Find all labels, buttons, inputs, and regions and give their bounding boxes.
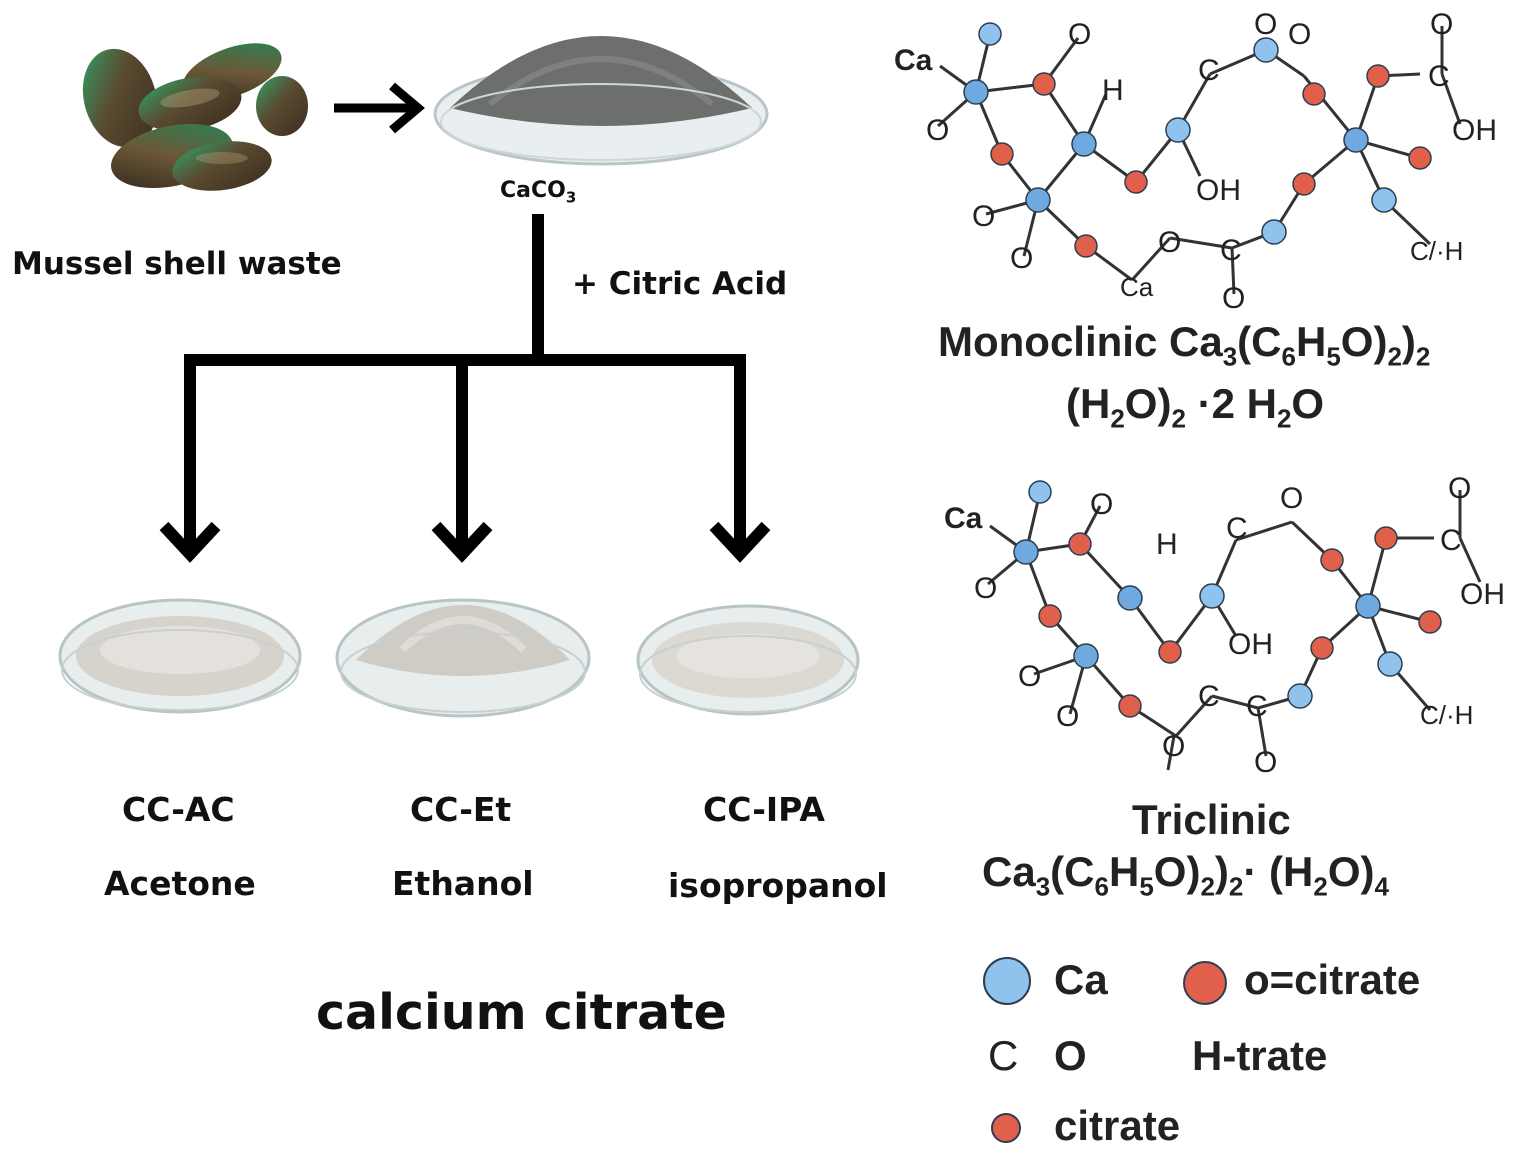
svg-text:C: C	[1198, 680, 1220, 713]
triclinic-formula: Ca3(C6H5O)2)2· (H2O)4	[982, 848, 1389, 902]
svg-text:O: O	[1090, 488, 1113, 521]
caco3-dish-image	[433, 36, 769, 166]
product-code-acetone: CC-AC	[122, 790, 235, 829]
svg-text:O: O	[1254, 746, 1277, 779]
svg-text:H: H	[1102, 74, 1124, 107]
svg-text:O: O	[1222, 282, 1245, 315]
ca-atom-icon	[983, 957, 1031, 1005]
svg-text:O: O	[1430, 8, 1453, 41]
svg-text:Ca: Ca	[1120, 272, 1154, 302]
legend-ca-label: Ca	[1054, 956, 1108, 1003]
svg-text:C/·H: C/·H	[1420, 700, 1473, 730]
legend-o-label: O	[1054, 1032, 1087, 1079]
svg-text:Ca: Ca	[944, 502, 983, 535]
svg-text:C: C	[1428, 60, 1450, 93]
svg-text:OH: OH	[1196, 174, 1241, 207]
svg-text:O: O	[1280, 482, 1303, 515]
legend-h-trate-label: H-trate	[1192, 1032, 1328, 1079]
legend-o-citrate-label: o=citrate	[1244, 956, 1421, 1003]
product-code-isopropanol: CC-IPA	[703, 790, 825, 829]
svg-text:O: O	[974, 572, 997, 605]
product-code-ethanol: CC-Et	[410, 790, 512, 829]
monoclinic-structure: Ca O O H OH C O O O C OH C/·H O O Ca O C…	[894, 8, 1497, 315]
svg-text:C: C	[1226, 512, 1248, 545]
product-title: calcium citrate	[316, 984, 727, 1041]
svg-text:O: O	[972, 200, 995, 233]
o-citrate-atom-icon	[1183, 961, 1227, 1005]
svg-text:O: O	[926, 114, 949, 147]
ca-label: Ca	[894, 44, 933, 77]
product-dish-acetone	[58, 598, 302, 714]
reagent-label: + Citric Acid	[572, 266, 788, 302]
product-dish-ethanol	[335, 598, 591, 718]
svg-text:O: O	[1448, 472, 1471, 505]
solvent-acetone: Acetone	[104, 864, 256, 903]
svg-text:C: C	[1198, 54, 1220, 87]
solvent-isopropanol: isopropanol	[668, 866, 888, 905]
svg-text:O: O	[1010, 242, 1033, 275]
arrow-right-icon	[334, 82, 425, 134]
svg-text:O: O	[1254, 8, 1277, 41]
svg-text:OH: OH	[1228, 628, 1273, 661]
svg-text:OH: OH	[1452, 114, 1497, 147]
intermediate-label: CaCO3	[500, 178, 577, 207]
monoclinic-formula-line1: Monoclinic Ca3(C6H5O)2)2	[938, 318, 1431, 372]
branch-arrows	[159, 214, 771, 563]
product-dish-isopropanol	[636, 604, 860, 716]
legend-c-label: C	[988, 1032, 1019, 1079]
svg-text:O: O	[1158, 226, 1181, 259]
svg-text:C: C	[1220, 234, 1242, 267]
svg-text:C/·H: C/·H	[1410, 236, 1463, 266]
svg-text:C: C	[1440, 524, 1462, 557]
svg-text:C: C	[1246, 690, 1268, 723]
svg-text:O: O	[1018, 660, 1041, 693]
mussel-shells-image	[82, 43, 308, 191]
monoclinic-formula-line2: (H2O)2 ·2 H2O	[1066, 380, 1325, 434]
triclinic-title: Triclinic	[1132, 796, 1291, 843]
source-label: Mussel shell waste	[12, 246, 342, 282]
svg-text:O: O	[1162, 730, 1185, 763]
triclinic-structure: Ca O O H C OH O O C OH C/·H O O O C C O	[944, 472, 1505, 779]
svg-text:H: H	[1156, 528, 1178, 561]
svg-text:O: O	[1056, 700, 1079, 733]
legend-citrate-label: citrate	[1054, 1102, 1181, 1149]
svg-text:O: O	[1288, 18, 1311, 51]
svg-text:OH: OH	[1460, 578, 1505, 611]
solvent-ethanol: Ethanol	[392, 864, 534, 903]
svg-text:O: O	[1068, 18, 1091, 51]
citrate-atom-icon	[991, 1113, 1021, 1143]
